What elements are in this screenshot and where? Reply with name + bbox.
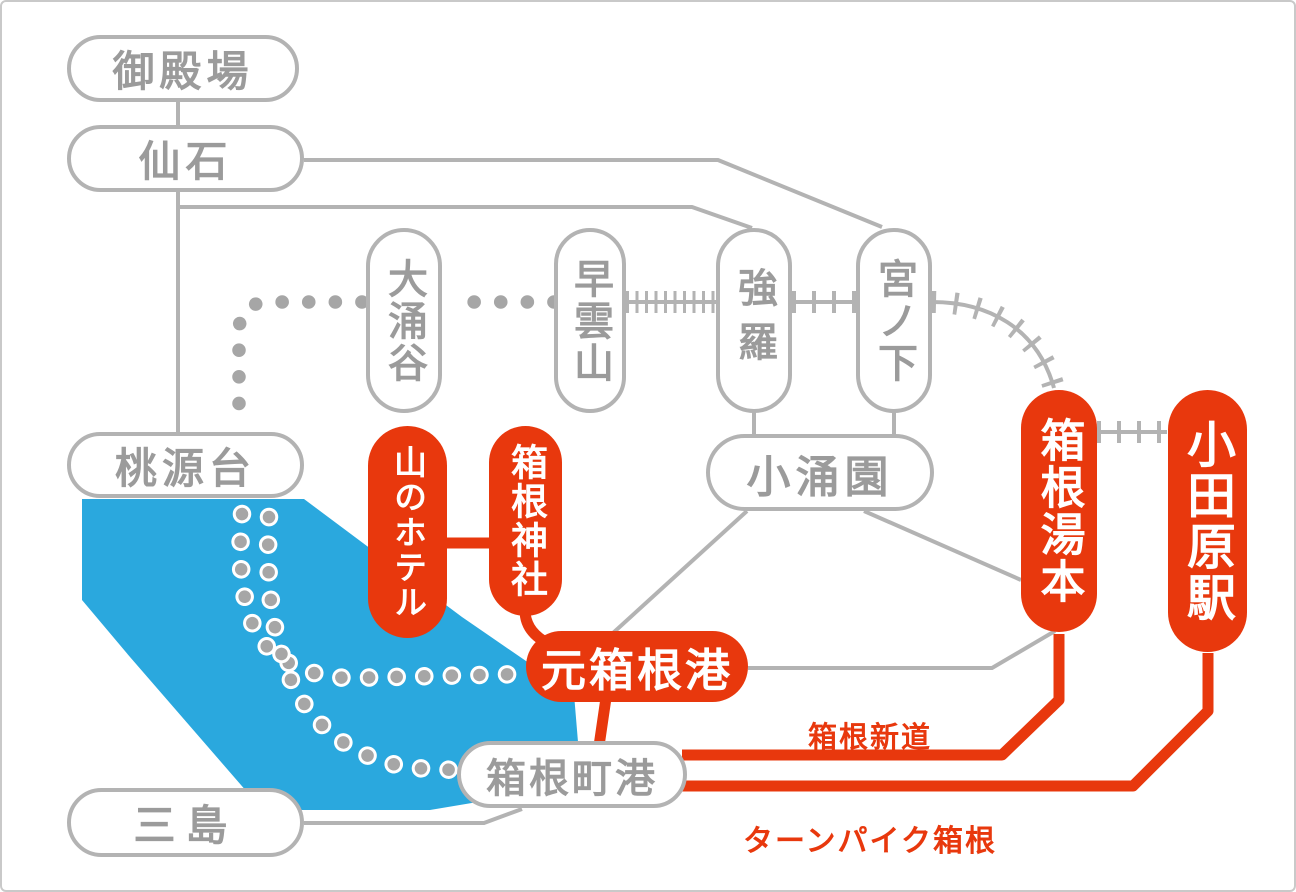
station-sounzan: 早雲山	[554, 228, 626, 413]
station-mishima: 三島	[67, 788, 304, 857]
cruise-togendai-motohakone	[234, 507, 528, 685]
red-route-turnpike	[682, 653, 1214, 792]
station-kowakien: 小涌園	[706, 434, 934, 511]
station-togendai: 桃源台	[67, 432, 304, 498]
station-hakone-jinja: 箱根神社	[489, 426, 562, 616]
station-moto-hakone-ko: 元箱根港	[526, 631, 748, 702]
station-owakudani: 大涌谷	[366, 228, 442, 413]
road-kowakien-yumoto	[863, 509, 1022, 582]
station-yama-no-hotel: 山のホテル	[368, 426, 447, 638]
station-sengoku: 仙石	[67, 125, 304, 192]
station-gora: 強羅	[716, 228, 792, 413]
red-route-hakone-shindo	[682, 634, 1065, 761]
road-sengoku-gora	[178, 205, 753, 230]
road-kowakien-motohakone	[600, 509, 749, 645]
road-sengoku-miyanoshita	[304, 158, 883, 229]
road-mishima-hakonemachi	[304, 807, 523, 825]
station-gotemba: 御殿場	[67, 35, 299, 102]
railway-miyanoshita-yumoto	[931, 291, 1065, 392]
road-label-hakone-shindo: 箱根新道	[807, 722, 932, 754]
lake-ashi	[82, 499, 579, 810]
station-odawara-eki: 小田原駅	[1168, 390, 1247, 652]
station-miyanoshita: 宮ノ下	[856, 228, 932, 413]
road-label-turnpike-hakone: ターンパイク箱根	[743, 825, 997, 858]
road-motohakone-yumoto	[748, 629, 1057, 670]
ropeway-owakudani-togendai	[232, 295, 369, 433]
station-hakone-yumoto: 箱根湯本	[1021, 390, 1097, 632]
station-hakone-machi-ko: 箱根町港	[457, 741, 687, 808]
